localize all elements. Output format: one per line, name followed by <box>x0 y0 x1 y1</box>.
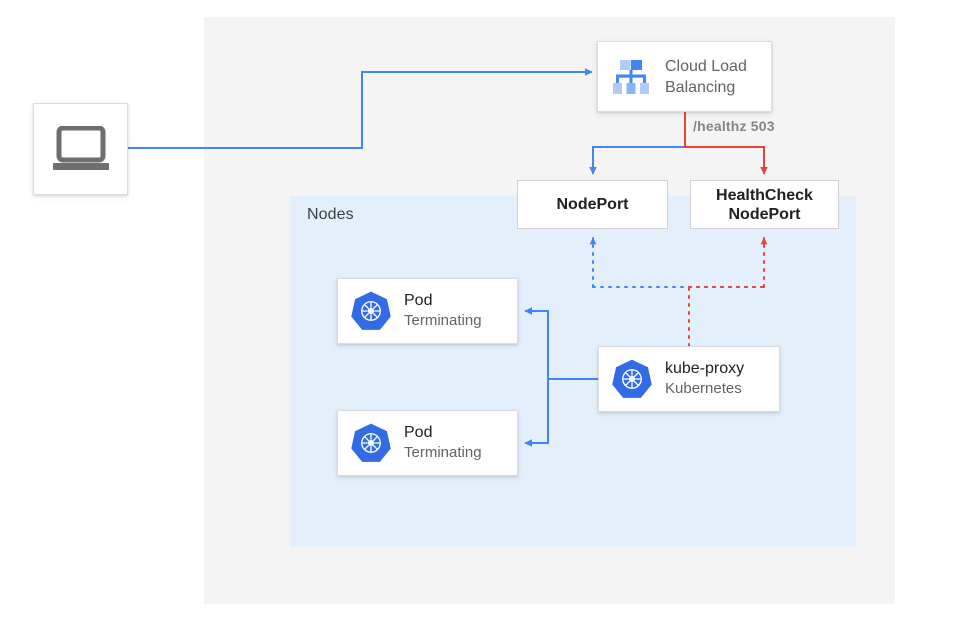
pod-card-2[interactable]: Pod Terminating <box>337 410 518 476</box>
client-laptop-card[interactable] <box>33 103 128 195</box>
kubernetes-icon <box>351 291 391 330</box>
nodeport-card[interactable]: NodePort <box>517 180 668 229</box>
pod-2-status: Terminating <box>404 444 482 461</box>
pod-2-text: Pod Terminating <box>404 423 482 463</box>
pod-1-text: Pod Terminating <box>404 291 482 331</box>
pod-2-title: Pod <box>404 424 433 441</box>
healthcheck-nodeport-label: HealthCheck NodePort <box>691 186 838 224</box>
cloud-load-balancing-icon <box>613 59 649 94</box>
kube-proxy-card[interactable]: kube-proxy Kubernetes <box>598 346 780 412</box>
laptop-icon <box>52 126 109 170</box>
nodes-region-label: Nodes <box>307 206 354 223</box>
cloud-load-balancing-label-line1: Cloud Load <box>665 57 747 75</box>
healthcheck-nodeport-label-line1: HealthCheck <box>716 186 813 204</box>
pod-card-1[interactable]: Pod Terminating <box>337 278 518 344</box>
cloud-load-balancing-card[interactable]: Cloud Load Balancing <box>597 41 772 112</box>
kubernetes-icon <box>351 423 391 462</box>
pod-1-status: Terminating <box>404 312 482 329</box>
nodeport-label: NodePort <box>556 196 629 213</box>
healthcheck-nodeport-label-line2: NodePort <box>728 205 801 223</box>
pod-1-title: Pod <box>404 292 433 309</box>
cloud-load-balancing-label-line2: Balancing <box>665 78 736 96</box>
kube-proxy-title: kube-proxy <box>665 360 745 377</box>
kube-proxy-text: kube-proxy Kubernetes <box>665 359 744 399</box>
healthcheck-nodeport-card[interactable]: HealthCheck NodePort <box>690 180 839 229</box>
kubernetes-icon <box>612 359 652 398</box>
kube-proxy-subtitle: Kubernetes <box>665 380 742 397</box>
cloud-load-balancing-label: Cloud Load Balancing <box>665 56 747 98</box>
healthz-status-label: /healthz 503 <box>693 118 775 134</box>
